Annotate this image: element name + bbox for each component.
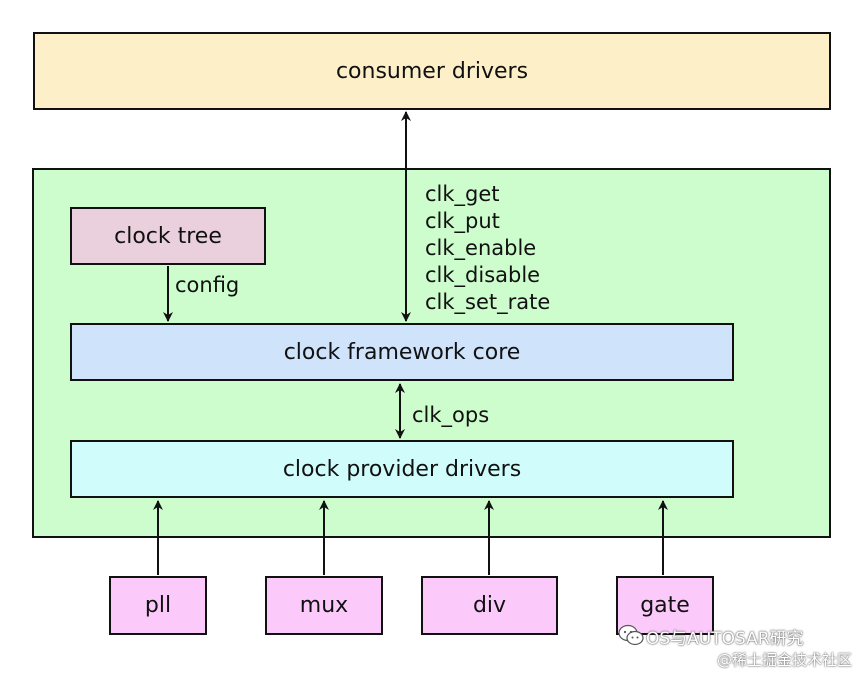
clock-framework-core-box: clock framework core bbox=[70, 323, 734, 381]
watermark-account: OS与AUTOSAR研究 bbox=[646, 629, 804, 649]
api-item-clk-put: clk_put bbox=[425, 209, 500, 233]
mux-box: mux bbox=[265, 576, 383, 635]
clock-framework-core-label: clock framework core bbox=[283, 339, 521, 365]
gate-label: gate bbox=[640, 593, 690, 618]
div-label: div bbox=[472, 593, 507, 618]
mux-label: mux bbox=[299, 593, 349, 618]
watermark: OS与AUTOSAR研究 @稀土掘金技术社区 bbox=[616, 622, 856, 672]
gate-box: gate bbox=[616, 576, 714, 635]
clock-api-list: clk_get clk_put clk_enable clk_disable c… bbox=[425, 181, 550, 316]
api-item-clk-disable: clk_disable bbox=[425, 263, 541, 287]
pll-box: pll bbox=[109, 576, 207, 635]
clock-tree-box: clock tree bbox=[70, 207, 266, 265]
div-box: div bbox=[421, 576, 558, 635]
clock-provider-drivers-box: clock provider drivers bbox=[70, 440, 734, 498]
wechat-icon bbox=[618, 624, 644, 646]
consumer-drivers-label: consumer drivers bbox=[335, 58, 529, 84]
consumer-drivers-box: consumer drivers bbox=[33, 32, 831, 110]
clk-ops-label: clk_ops bbox=[412, 403, 490, 427]
watermark-source: @稀土掘金技术社区 bbox=[716, 651, 852, 669]
api-item-clk-enable: clk_enable bbox=[425, 236, 537, 260]
api-item-clk-set-rate: clk_set_rate bbox=[425, 290, 551, 314]
api-item-clk-get: clk_get bbox=[425, 182, 500, 206]
clock-provider-drivers-label: clock provider drivers bbox=[282, 456, 522, 482]
pll-label: pll bbox=[144, 593, 172, 618]
config-label: config bbox=[175, 273, 240, 297]
clock-tree-label: clock tree bbox=[114, 223, 222, 249]
